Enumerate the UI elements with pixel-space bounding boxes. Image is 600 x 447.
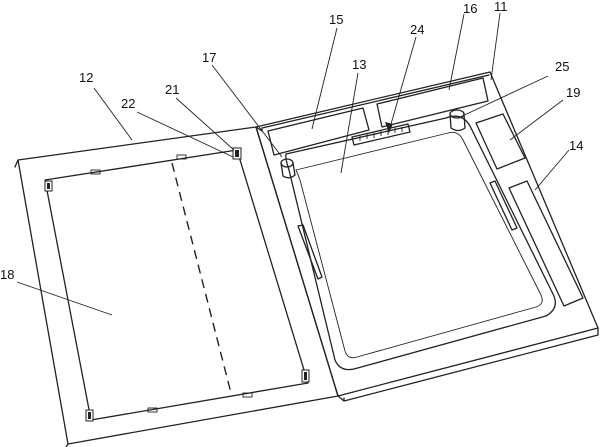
sheet-tabs [90,154,253,413]
label-11: 11 [494,0,508,14]
label-16: 16 [463,1,477,16]
label-19: 19 [566,85,580,100]
label-22: 22 [121,96,135,111]
clip-bottom-left [85,409,94,422]
side-slot-left [297,224,323,280]
label-14: 14 [569,138,583,153]
side-slot-right [489,180,518,231]
reference-numerals: 11 12 13 14 15 16 17 18 19 21 22 24 25 [0,0,583,282]
pen-holder-right [449,109,466,132]
clip-bottom-right [301,369,310,383]
compartment-16 [376,77,489,128]
compartment-14 [508,180,584,307]
arrowhead-24 [385,122,393,133]
clip-top-right [232,147,242,160]
label-24: 24 [410,22,424,37]
label-17: 17 [202,50,216,65]
sheet [44,149,309,421]
label-18: 18 [0,267,14,282]
leader-lines [16,12,570,316]
compartment-19 [475,113,526,170]
label-25: 25 [555,59,569,74]
corner-clips [44,147,310,422]
pen-holder-left [280,158,296,179]
tray-well [285,115,556,371]
label-21: 21 [165,82,179,97]
label-12: 12 [79,70,93,85]
ruler [351,123,411,146]
label-13: 13 [352,57,366,72]
compartment-15 [267,107,370,156]
clip-top-left [44,180,53,192]
label-15: 15 [329,12,343,27]
